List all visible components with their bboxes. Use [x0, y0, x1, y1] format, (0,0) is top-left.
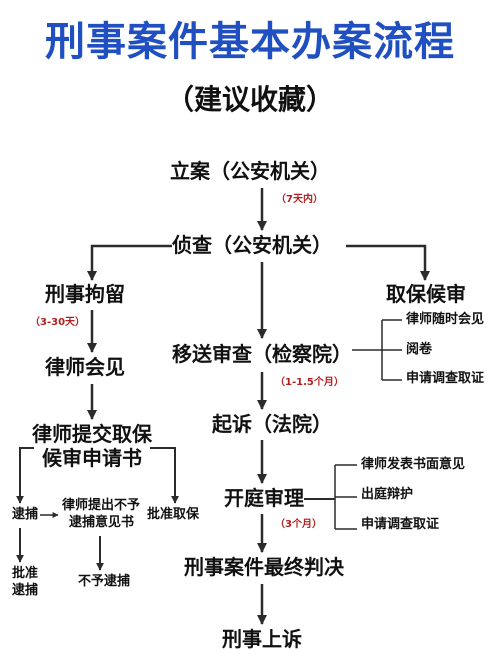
node-appeal: 刑事上诉: [222, 627, 302, 651]
note-filing-period: （7天内）: [276, 194, 323, 205]
note-detention-period: （3-30天）: [30, 317, 86, 328]
node-investigation: 侦查（公安机关）: [172, 233, 332, 257]
node-prosecution: 起诉（法院）: [212, 412, 332, 436]
branch-application-right: [150, 447, 179, 504]
node-lawyer-meeting: 律师会见: [45, 355, 125, 379]
node-review: 移送审查（检察院）: [172, 342, 352, 366]
node-arrest-approved-line2: 逮捕: [12, 583, 39, 599]
node-non-arrest-opinion-line1: 律师提出不予: [62, 498, 141, 514]
node-bail-application-line2: 候审申请书: [42, 446, 142, 470]
review-action-evidence: 申请调查取证: [406, 371, 485, 387]
node-bail: 取保候审: [386, 282, 466, 306]
review-action-meeting: 律师随时会见: [406, 312, 485, 328]
branch-application-left: [16, 447, 34, 504]
node-bail-application-line1: 律师提交取保: [32, 422, 152, 446]
node-bail-approved: 批准取保: [147, 507, 200, 523]
node-no-arrest: 不予逮捕: [78, 574, 131, 590]
node-non-arrest-opinion-line2: 逮捕意见书: [69, 515, 135, 531]
note-trial-period: （3个月）: [275, 519, 322, 530]
node-arrest: 逮捕: [12, 507, 39, 523]
branch-investigation-left: [87, 244, 180, 281]
node-verdict: 刑事案件最终判决: [184, 555, 344, 579]
branch-investigation-right: [346, 244, 430, 281]
trial-action-court-defense: 出庭辩护: [361, 487, 414, 503]
trial-action-evidence: 申请调查取证: [361, 517, 440, 533]
node-detention: 刑事拘留: [45, 282, 125, 306]
note-review-period: （1-1.5个月）: [275, 377, 344, 388]
node-trial: 开庭审理: [224, 486, 304, 510]
page-title: 刑事案件基本办案流程: [45, 19, 455, 65]
page-subtitle: （建议收藏）: [165, 83, 334, 116]
node-filing: 立案（公安机关）: [170, 159, 330, 183]
review-action-files: 阅卷: [406, 342, 433, 358]
trial-action-written-opinion: 律师发表书面意见: [361, 457, 466, 473]
node-arrest-approved-line1: 批准: [12, 566, 39, 582]
